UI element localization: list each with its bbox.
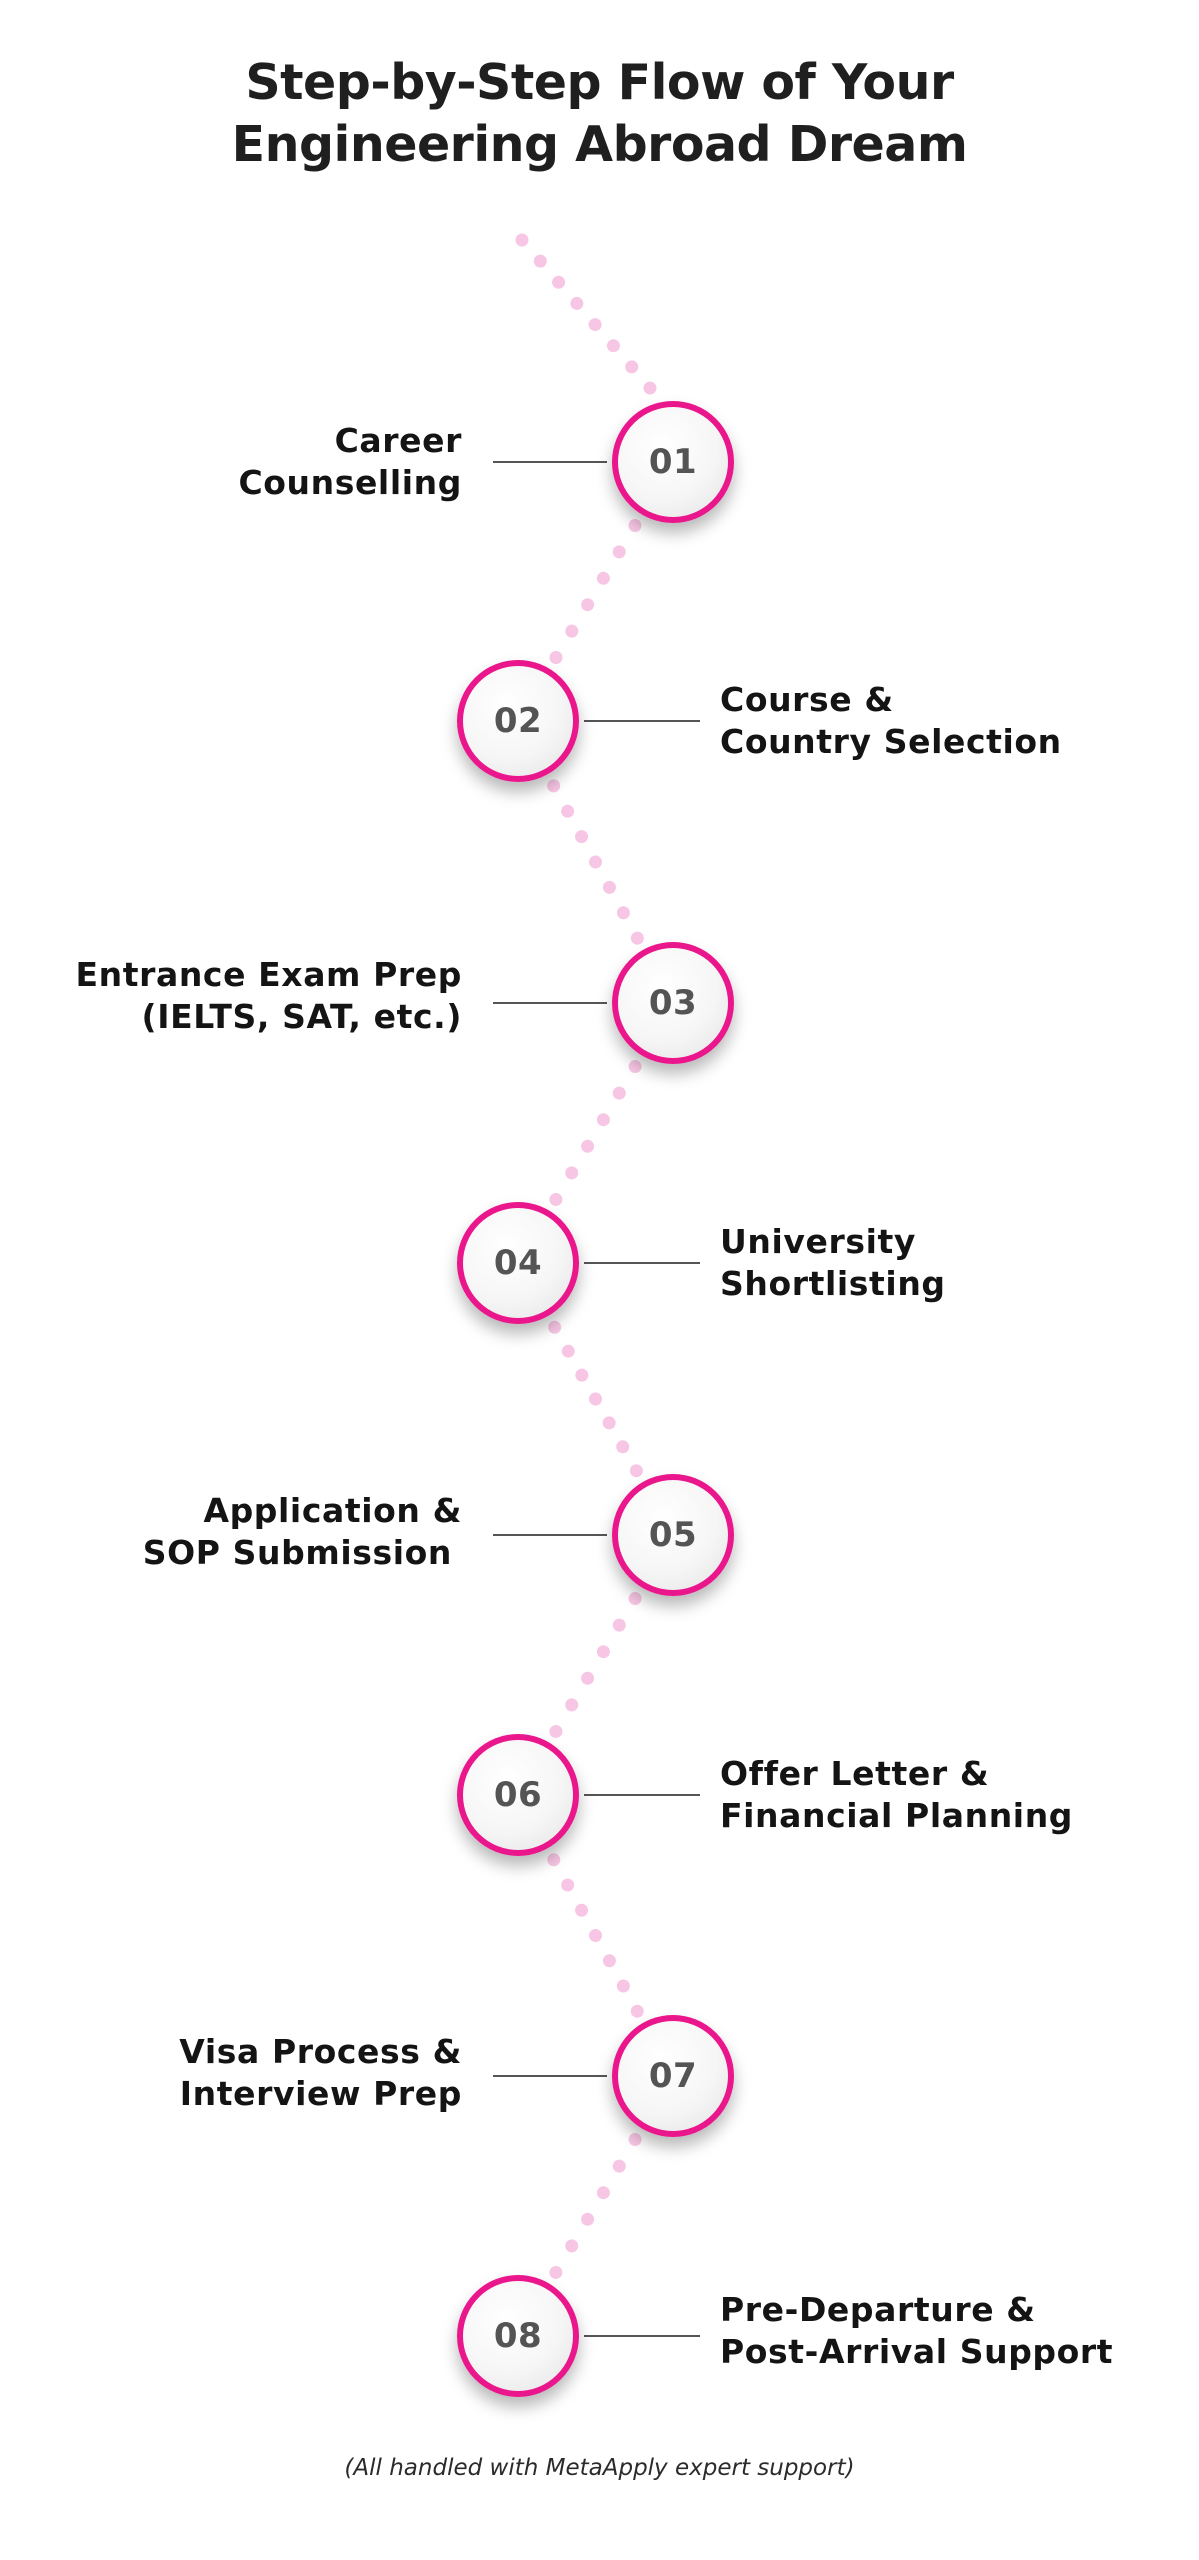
flow-dot: [575, 830, 589, 844]
step-label-04: University Shortlisting: [720, 1222, 946, 1303]
step-circle-08: 08: [457, 2275, 579, 2397]
step-label-03: Entrance Exam Prep (IELTS, SAT, etc.): [75, 955, 462, 1036]
step-label-02: Course & Country Selection: [720, 680, 1062, 761]
flow-dot: [596, 571, 610, 585]
step-number-01: 01: [648, 442, 698, 482]
flow-dot: [575, 1903, 589, 1917]
flow-dot: [596, 2186, 610, 2200]
page-title: Step-by-Step Flow of Your Engineering Ab…: [0, 52, 1199, 176]
flow-dot: [552, 275, 566, 289]
flow-dot: [589, 855, 602, 869]
footnote: (All handled with MetaApply expert suppo…: [344, 2455, 855, 2481]
flow-dot: [596, 1113, 610, 1127]
flow-dot: [565, 624, 579, 638]
flow-dot: [570, 296, 584, 310]
flow-dot: [625, 360, 639, 374]
flow-dot: [581, 2212, 595, 2226]
flow-dot: [616, 1979, 630, 1993]
flow-dot: [612, 2159, 626, 2173]
flow-dot: [602, 880, 616, 894]
flow-dot: [549, 1724, 563, 1738]
step-number-04: 04: [493, 1243, 543, 1283]
flow-dot: [549, 2265, 563, 2279]
step-circle-03: 03: [612, 942, 734, 1064]
flow-dot: [630, 2004, 644, 2018]
step-number-06: 06: [493, 1775, 543, 1815]
flow-dot: [581, 598, 595, 612]
flow-dot: [565, 2239, 579, 2253]
flow-dot: [612, 1086, 626, 1100]
flow-dot: [612, 545, 626, 559]
step-circle-01: 01: [612, 401, 734, 523]
flow-dot: [616, 906, 630, 920]
flow-dot: [589, 1392, 602, 1406]
flow-dot: [612, 1618, 626, 1632]
flow-dot: [628, 518, 642, 532]
flow-dot: [602, 1954, 616, 1968]
flow-dot: [547, 1853, 561, 1867]
flow-dot: [630, 931, 644, 945]
flow-dot: [565, 1698, 579, 1712]
step-label-08: Pre-Departure & Post-Arrival Support: [720, 2290, 1114, 2371]
step-circle-07: 07: [612, 2015, 734, 2137]
step-number-02: 02: [493, 701, 543, 741]
flow-dot: [561, 1344, 575, 1358]
step-label-05: Application & SOP Submission: [142, 1491, 462, 1572]
flow-dot: [548, 1320, 562, 1334]
flow-dot: [589, 1929, 602, 1942]
step-label-07: Visa Process & Interview Prep: [179, 2032, 462, 2113]
step-circle-02: 02: [457, 660, 579, 782]
flow-dot: [616, 1440, 630, 1454]
step-circle-05: 05: [612, 1474, 734, 1596]
flow-dot: [575, 1368, 589, 1382]
flow-dot: [629, 1464, 643, 1478]
flow-dot: [602, 1416, 616, 1430]
flow-dot: [596, 1645, 610, 1659]
flow-dot: [588, 318, 602, 332]
flow-dot: [515, 233, 529, 247]
step-number-05: 05: [648, 1515, 698, 1555]
title-line-1: Step-by-Step Flow of Your: [245, 54, 954, 111]
step-label-01: Career Counselling: [238, 421, 462, 502]
flow-dot: [643, 381, 657, 395]
flow-dot: [628, 1592, 642, 1606]
flow-dot: [581, 1671, 595, 1685]
step-number-03: 03: [648, 983, 698, 1023]
flow-dot: [549, 1192, 563, 1206]
step-circle-04: 04: [457, 1202, 579, 1324]
step-number-08: 08: [493, 2316, 543, 2356]
flow-dot: [606, 339, 620, 353]
flow-dot: [628, 1060, 642, 1074]
flow-dot: [561, 1878, 575, 1892]
flow-dot: [628, 2133, 642, 2147]
flow-dot: [561, 804, 575, 818]
step-label-06: Offer Letter & Financial Planning: [720, 1754, 1074, 1835]
flow-dot: [565, 1166, 579, 1180]
flow-dot: [547, 779, 561, 793]
title-line-2: Engineering Abroad Dream: [231, 116, 968, 173]
flow-dot: [581, 1139, 595, 1153]
flow-dot: [533, 254, 547, 268]
step-number-07: 07: [648, 2056, 698, 2096]
step-circle-06: 06: [457, 1734, 579, 1856]
flow-dot: [549, 651, 563, 665]
